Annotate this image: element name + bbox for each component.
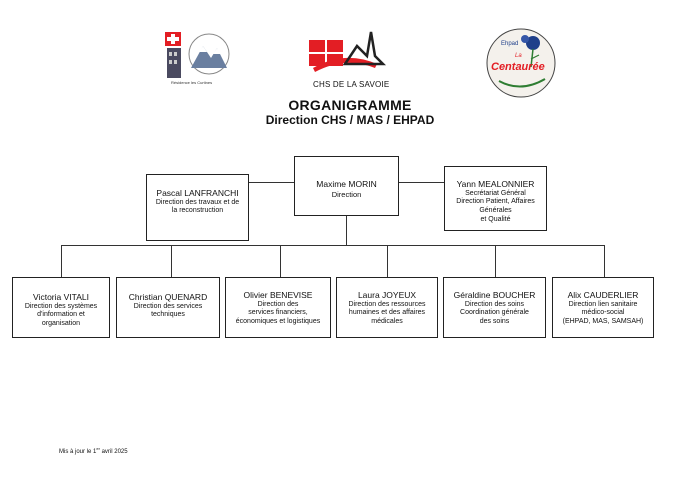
connector-bus [61,245,605,246]
org-role-direction: Direction [331,189,362,199]
org-box-director-6: Alix CAUDERLIER Direction lien sanitaire… [552,277,654,338]
org-box-director-4: Laura JOYEUX Direction des ressources hu… [336,277,438,338]
org-role-director-3: Direction des services financiers, écono… [235,300,321,326]
connector-drop-1 [61,245,62,277]
residence-curtines-logo-icon [165,32,230,78]
ehpad-logo-la: La [515,53,522,59]
ehpad-centauree-logo-icon [486,28,556,98]
org-name-direction: Maxime MORIN [316,179,377,189]
update-date-sup: er [96,446,100,451]
connector-drop-6 [604,245,605,277]
org-name-director-5: Géraldine BOUCHER [453,290,536,300]
org-role-director-1: Direction des systèmes d'information et … [24,302,98,328]
connector-trunk [346,216,347,245]
connector-drop-5 [495,245,496,277]
connector-left [249,182,294,183]
org-name-travaux: Pascal LANFRANCHI [156,188,239,198]
connector-drop-3 [280,245,281,277]
org-role-director-2: Direction des services techniques [133,302,203,319]
chs-savoie-logo-icon [309,31,387,72]
update-date-prefix: Mis à jour le 1 [59,449,97,455]
org-box-director-3: Olivier BENEVISE Direction des services … [225,277,331,338]
connector-right [399,182,444,183]
org-name-director-1: Victoria VITALI [33,292,89,302]
org-name-secretariat: Yann MEALONNIER [456,179,535,189]
org-name-director-2: Christian QUENARD [128,292,208,302]
org-box-travaux: Pascal LANFRANCHI Direction des travaux … [146,174,249,241]
org-box-director-5: Géraldine BOUCHER Direction des soins Co… [443,277,546,338]
org-role-travaux: Direction des travaux et de la reconstru… [155,198,240,215]
org-name-director-3: Olivier BENEVISE [243,290,313,300]
update-date-suffix: avril 2025 [99,449,128,455]
residence-curtines-logo: Résidence les Curtines [163,30,235,90]
ehpad-logo-name: Centaurée [491,61,545,73]
chs-savoie-logo: CHS DE LA SAVOIE [305,28,395,92]
org-role-director-5: Direction des soins Coordination général… [460,300,529,326]
org-role-director-4: Direction des ressources humaines et des… [348,300,426,326]
org-box-secretariat: Yann MEALONNIER Secrétariat Général Dire… [444,166,547,231]
chs-savoie-logo-text: CHS DE LA SAVOIE [313,80,390,89]
org-name-director-4: Laura JOYEUX [357,290,417,300]
org-role-secretariat: Secrétariat Général Direction Patient, A… [456,189,535,223]
page-subtitle: Direction CHS / MAS / EHPAD [265,113,435,127]
org-box-director-2: Christian QUENARD Direction des services… [116,277,220,338]
ehpad-centauree-logo: Ehpad La Centaurée [485,27,557,99]
org-role-director-6: Direction lien sanitaire médico-social (… [562,300,644,326]
update-date: Mis à jour le 1er avril 2025 [59,446,128,455]
org-name-director-6: Alix CAUDERLIER [567,290,639,300]
connector-drop-4 [387,245,388,277]
ehpad-logo-label: Ehpad [501,41,519,47]
org-box-director-1: Victoria VITALI Direction des systèmes d… [12,277,110,338]
residence-curtines-caption: Résidence les Curtines [171,80,213,85]
connector-drop-2 [171,245,172,277]
org-box-direction: Maxime MORIN Direction [294,156,399,216]
page-title: ORGANIGRAMME [288,97,412,113]
